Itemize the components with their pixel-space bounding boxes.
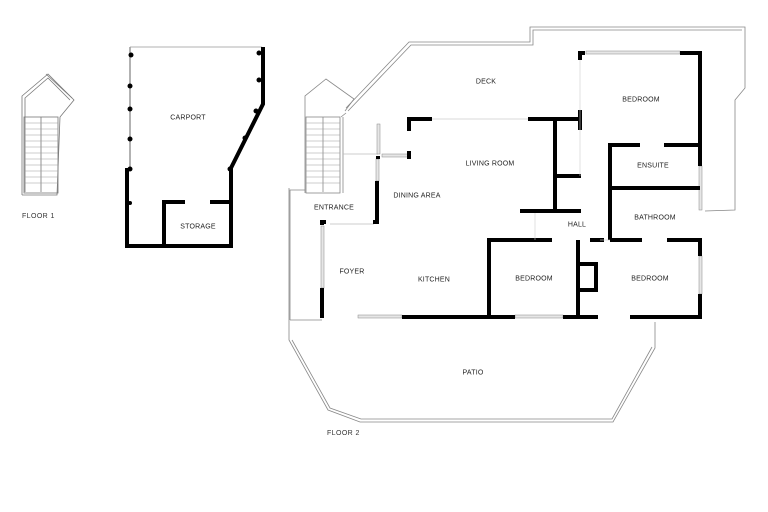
room-bathroom: BATHROOM bbox=[634, 214, 676, 222]
room-ensuite: ENSUITE bbox=[637, 162, 669, 170]
room-hall: HALL bbox=[567, 221, 587, 229]
floor2-thin-lines bbox=[534, 60, 610, 241]
room-master-bedroom: BEDROOM bbox=[622, 96, 660, 104]
room-bedroom-2: BEDROOM bbox=[515, 275, 553, 283]
carport-walls bbox=[125, 46, 265, 248]
room-foyer: FOYER bbox=[339, 268, 365, 276]
floor-1-label: FLOOR 1 bbox=[22, 213, 55, 220]
room-storage: STORAGE bbox=[180, 223, 216, 231]
room-entrance: ENTRANCE bbox=[313, 204, 355, 212]
room-deck: DECK bbox=[475, 78, 497, 86]
room-living-room: LIVING ROOM bbox=[465, 160, 515, 168]
floor1-staircase bbox=[21, 73, 75, 196]
room-kitchen: KITCHEN bbox=[417, 276, 451, 284]
room-bedroom-3: BEDROOM bbox=[631, 275, 669, 283]
room-patio: PATIO bbox=[462, 369, 484, 377]
floor2-walls bbox=[320, 51, 702, 319]
room-dining-area: DINING AREA bbox=[393, 192, 441, 200]
floor-2-label: FLOOR 2 bbox=[327, 430, 360, 437]
floor2-outline bbox=[288, 26, 746, 423]
room-carport: CARPORT bbox=[170, 114, 206, 122]
